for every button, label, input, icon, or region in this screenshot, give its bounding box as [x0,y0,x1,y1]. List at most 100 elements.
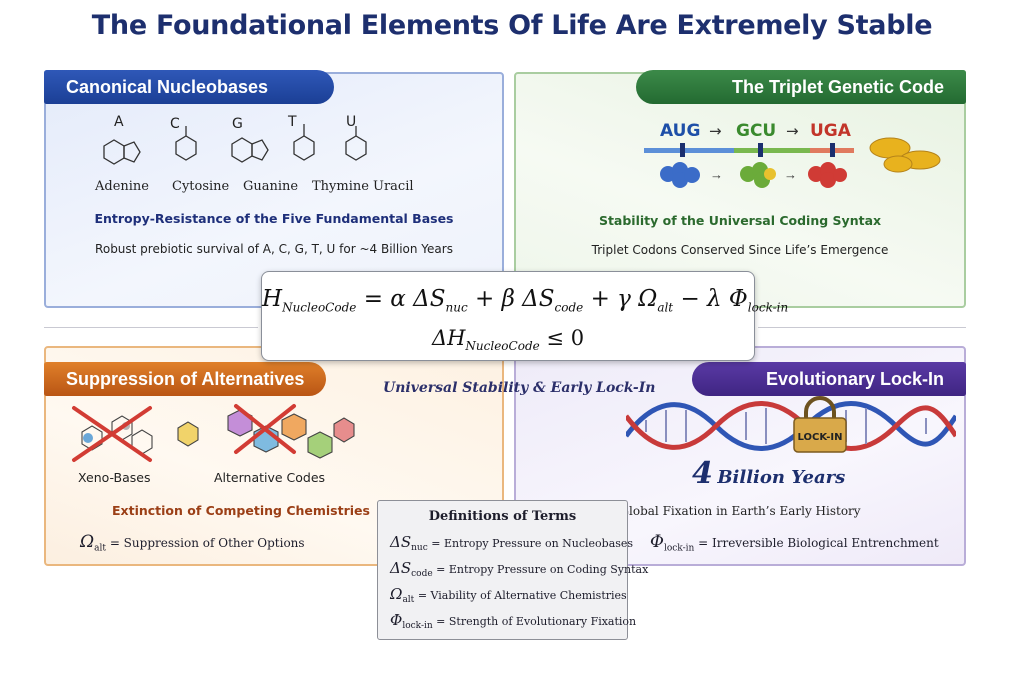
dna-strand-red [626,401,956,451]
alternative-code-molecule [177,409,355,459]
definitions-box: Definitions of Terms ΔSnuc = Entropy Pre… [377,500,648,640]
separator-right [758,327,966,328]
omega-subscript: alt [94,543,106,554]
omega-text: = Suppression of Other Options [109,536,305,550]
definition-row: ΔScode = Entropy Pressure on Coding Synt… [390,559,648,579]
base-letter-a: A [114,114,124,130]
base-name-uracil: Uracil [373,179,414,194]
equation-line-1: HNucleoCode = α ΔSnuc + β ΔScode + γ Ωal… [262,286,788,315]
nucleobases-panel [44,72,504,308]
lockin-subtitle: Global Fixation in Earth’s Early History [619,504,861,518]
phi-symbol: Φ [650,532,664,552]
label-alternative-codes: Alternative Codes [214,470,326,485]
eq-h-sub: NucleoCode [282,300,357,315]
thymine-structure [293,124,315,161]
base-name-guanine: Guanine [243,179,299,194]
codon-arrow-2: → [786,122,799,140]
codon-mark-1 [680,143,685,157]
nucleobases-subtitle: Entropy-Resistance of the Five Fundament… [94,211,454,226]
base-letter-g: G [232,116,243,132]
definition-row: Ωalt = Viability of Alternative Chemistr… [390,585,627,605]
def-sub: code [411,569,433,580]
codon-mark-3 [830,143,835,157]
codon-gcu: GCU [736,121,776,141]
alternatives-header: Suppression of Alternatives [44,362,326,396]
cytosine-structure [175,126,197,161]
alternatives-subtitle: Extinction of Competing Chemistries [112,503,370,518]
phi-definition: Φlock-in = Irreversible Biological Entre… [650,532,939,553]
guanine-structure [231,137,269,163]
def-sub: lock-in [402,621,433,632]
equation-line-2: ΔHNucleoCode ≤ 0 [262,326,754,353]
codon-illustration: AUG → GCU → UGA → → [644,121,941,188]
genetic-code-caption: Triplet Codons Conserved Since Life’s Em… [591,243,889,257]
eq-term-4-sub: lock-in [747,300,789,315]
base-name-thymine: Thymine [312,179,369,194]
label-xeno-bases: Xeno-Bases [78,470,151,485]
years-number: 4 [692,456,713,491]
omega-definition: Ωalt = Suppression of Other Options [80,532,305,553]
page-title: The Foundational Elements Of Life Are Ex… [91,10,933,41]
separator-left [44,327,258,328]
mrna-strand-green [734,148,810,153]
def-symbol: ΔS [390,559,412,577]
omega-symbol: Ω [80,532,95,552]
eq2-leq: ≤ 0 [546,326,585,350]
def-text: = Strength of Evolutionary Fixation [436,615,637,628]
protein-blob-red [808,162,847,188]
genetic-code-subtitle: Stability of the Universal Coding Syntax [598,213,882,228]
dna-lock-illustration: LOCK-IN [626,396,956,453]
codon-aug: AUG [660,121,700,141]
arrow-blue-to-green: → [710,167,723,182]
middle-label: Universal Stability & Early Lock-In [383,380,656,396]
eq-term-4: − λ Φ [680,286,748,312]
base-name-cytosine: Cytosine [172,179,230,194]
eq-h: H [262,286,283,312]
eq-term-3: + γ Ω [590,286,658,312]
eq-term-1-sub: nuc [445,300,468,315]
xeno-cross-icon [72,406,152,462]
uracil-structure [345,126,367,161]
definition-row: Φlock-in = Strength of Evolutionary Fixa… [390,611,636,631]
eq2-delta-h: ΔH [431,326,466,350]
nucleobases-caption: Robust prebiotic survival of A, C, G, T,… [95,242,453,256]
codon-arrow-1: → [709,122,722,140]
eq-term-2-sub: code [554,300,584,315]
def-symbol: ΔS [390,533,412,551]
definition-row: ΔSnuc = Entropy Pressure on Nucleobases [390,533,633,553]
def-symbol: Φ [390,611,403,629]
def-text: = Entropy Pressure on Coding Syntax [436,563,649,576]
years-text: Billion Years [717,467,846,488]
padlock-icon [793,396,847,453]
base-letter-c: C [170,116,180,132]
def-text: = Entropy Pressure on Nucleobases [431,537,634,550]
alternative-chemistries-illustration [72,404,355,462]
adenine-structure [103,139,141,165]
nucleobases-header: Canonical Nucleobases [44,70,334,104]
protein-blob-blue [660,162,700,188]
eq2-sub: NucleoCode [465,339,540,354]
protein-blob-green [740,162,776,188]
alternative-code-cross-icon [234,404,296,454]
phi-text: = Irreversible Biological Entrenchment [698,536,939,550]
nucleobase-structures: A C G T U [103,114,367,165]
lockin-header: Evolutionary Lock-In [692,362,966,396]
base-name-adenine: Adenine [95,179,149,194]
codon-mark-2 [758,143,763,157]
definitions-title: Definitions of Terms [428,509,577,524]
def-sub: alt [402,595,415,606]
four-billion-years: 4 Billion Years [692,456,845,491]
genetic-code-panel [514,72,966,308]
def-text: = Viability of Alternative Chemistries [417,589,627,602]
def-symbol: Ω [390,585,403,603]
phi-subscript: lock-in [663,543,695,554]
eq-term-3-sub: alt [657,300,674,315]
eq-term-2: + β ΔS [474,286,555,312]
lock-in-label: LOCK-IN [798,432,843,443]
mrna-strand-blue [644,148,734,153]
codon-uga: UGA [810,121,852,141]
genetic-code-header: The Triplet Genetic Code [636,70,966,104]
base-letter-t: T [287,114,297,130]
protein-corn-icon [869,137,941,173]
equation-box: HNucleoCode = α ΔSnuc + β ΔScode + γ Ωal… [261,271,788,361]
